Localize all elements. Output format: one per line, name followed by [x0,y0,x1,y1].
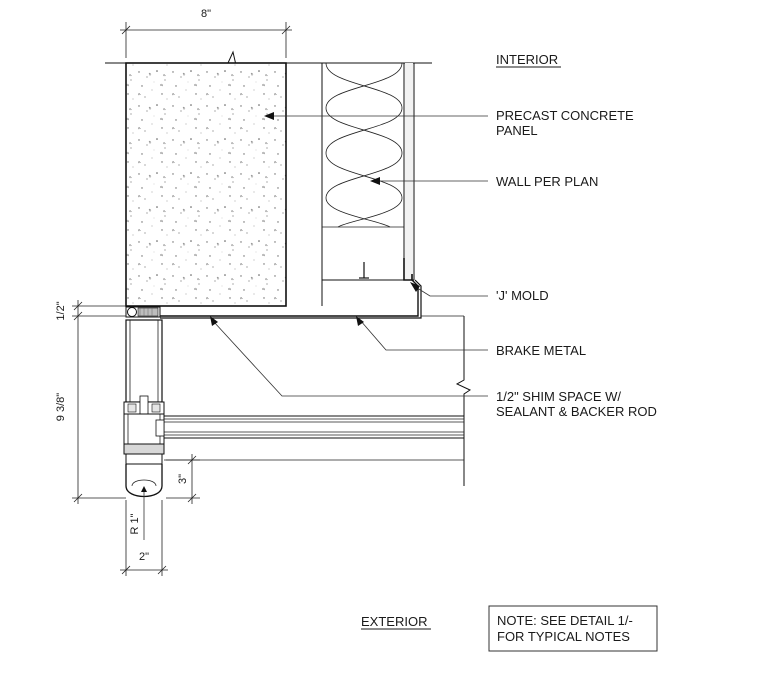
radius-label: R 1" [129,513,141,534]
shim-label-line2: SEALANT & BACKER ROD [496,404,657,419]
leader-wall [370,177,488,185]
exterior-label: EXTERIOR [361,614,427,629]
radius-dimension [141,486,147,540]
three-inch-dimension [166,454,200,504]
half-inch-dim-label: 1/2" [55,301,67,320]
interior-wall [321,62,415,306]
interior-label: INTERIOR [496,52,558,67]
shim-backer-rod [125,306,161,318]
frame-height-dim-label: 9 3/8" [55,393,67,421]
leader-precast [264,112,488,120]
bottom-width-label: 2" [139,551,149,563]
precast-label-line2: PANEL [496,123,538,138]
precast-label-line1: PRECAST CONCRETE [496,108,634,123]
leader-j-mold [410,282,488,297]
leader-shim [210,316,488,397]
brake-metal [160,279,419,317]
glazing-unit [155,415,464,461]
three-inch-dim-label: 3" [177,474,189,484]
j-mold-label: 'J' MOLD [496,288,549,303]
right-break-line [455,316,472,486]
leader-brake-metal [356,316,488,351]
window-frame [123,319,165,498]
top-width-label: 8" [201,8,211,20]
note-box [488,605,658,652]
precast-concrete-panel [125,62,287,307]
top-width-dimension [120,22,292,58]
brake-metal-label: BRAKE METAL [496,343,586,358]
note-line1: NOTE: SEE DETAIL 1/- [497,613,633,628]
note-line2: FOR TYPICAL NOTES [497,629,630,644]
bottom-width-dimension [120,500,168,576]
j-mold [403,258,413,281]
shim-label-line1: 1/2" SHIM SPACE W/ [496,389,621,404]
left-dimensions [72,300,126,504]
wall-per-plan-label: WALL PER PLAN [496,174,598,189]
